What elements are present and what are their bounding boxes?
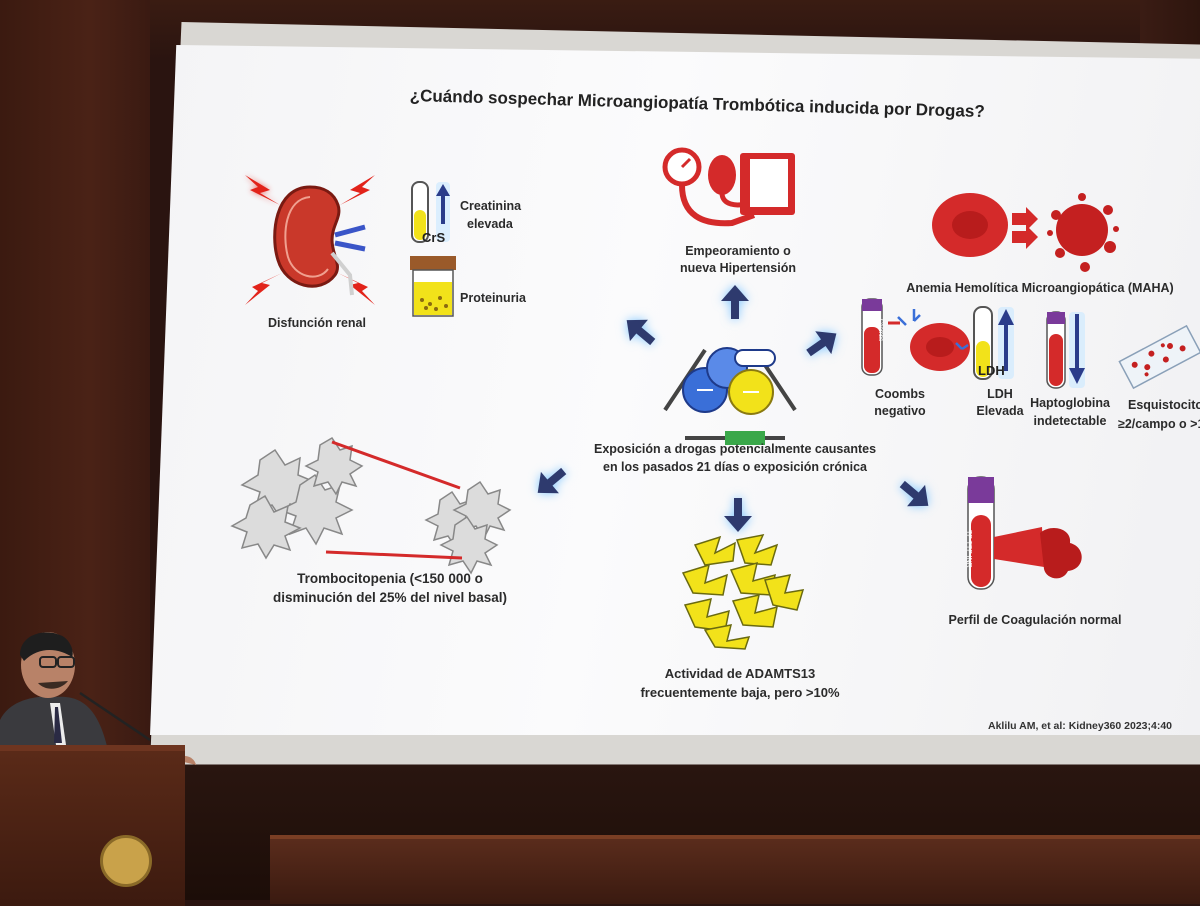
arrow-up-right: [801, 322, 845, 364]
schistocytes-label-1: Esquistocitos: [1128, 398, 1200, 412]
center-label-1: Exposición a drogas potencialmente causa…: [593, 442, 877, 456]
kidney-icon: [245, 175, 375, 305]
coagulation-tube-icon: [967, 476, 1082, 590]
arrow-down-left: [529, 460, 573, 503]
schistocytes-label-2: ≥2/campo o >1: [1118, 417, 1200, 431]
coagulation-label: Perfil de Coagulación normal: [948, 613, 1122, 627]
platelets-icon: [230, 436, 512, 575]
ldh-label-2: Elevada: [976, 404, 1024, 418]
drugs-cluster-icon: [663, 347, 797, 445]
hypertension-label-1: Empeoramiento o: [685, 244, 791, 258]
ldh-tube-label: LDH: [978, 363, 1005, 378]
thrombocytopenia-label-1: Trombocitopenia (<150 000 o: [297, 571, 483, 586]
arrow-up: [721, 285, 749, 319]
haptoglobin-label-2: indetectable: [1033, 414, 1107, 428]
creatinine-label-2: elevada: [467, 217, 513, 231]
maha-label: Anemia Hemolítica Microangiopática (MAHA…: [906, 281, 1174, 295]
urine-cup-icon: [410, 256, 456, 317]
creatinine-tube-icon: [411, 181, 450, 243]
red-blood-cell-icon: [932, 193, 1119, 272]
ldh-label-1: LDH: [987, 387, 1013, 401]
reference-citation: Aklilu AM, et al: Kidney360 2023;4:40: [988, 720, 1173, 732]
creatinine-label-1: Creatinina: [460, 199, 522, 213]
haptoglobin-label-1: Haptoglobina: [1030, 396, 1110, 410]
thrombocytopenia-label-2: disminución del 25% del nivel basal): [272, 590, 508, 605]
coombs-label-1: Coombs: [875, 387, 925, 401]
coagulation-tube-label: TP TTP INR: [965, 530, 972, 568]
renal-label: Disfunción renal: [268, 316, 366, 330]
adamts13-protein-icon: [681, 533, 805, 650]
blood-pressure-cuff-icon: [662, 147, 795, 227]
center-label-2: en los pasados 21 días o exposición crón…: [603, 460, 867, 474]
arrow-down: [724, 498, 752, 532]
proteinuria-label: Proteinuria: [460, 291, 526, 305]
adamts13-label-1: Actividad de ADAMTS13: [664, 666, 816, 681]
presenter: [0, 632, 196, 765]
blood-smear-slide-icon: [1118, 324, 1200, 390]
ldh-tube-icon: [973, 306, 1014, 380]
coombs-test-icon: [861, 298, 970, 376]
crs-label: CrS: [422, 230, 446, 245]
hypertension-label-2: nueva Hipertensión: [680, 261, 796, 275]
podium-seal: [100, 835, 152, 887]
arrow-up-left: [618, 309, 662, 352]
bench: [270, 835, 1200, 904]
arrow-down-right: [893, 473, 937, 516]
haptoglobin-tube-icon: [1046, 311, 1085, 389]
coombs-label-2: negativo: [874, 404, 926, 418]
podium: [0, 745, 185, 906]
adamts13-label-2: frecuentemente baja, pero >10%: [640, 685, 840, 700]
